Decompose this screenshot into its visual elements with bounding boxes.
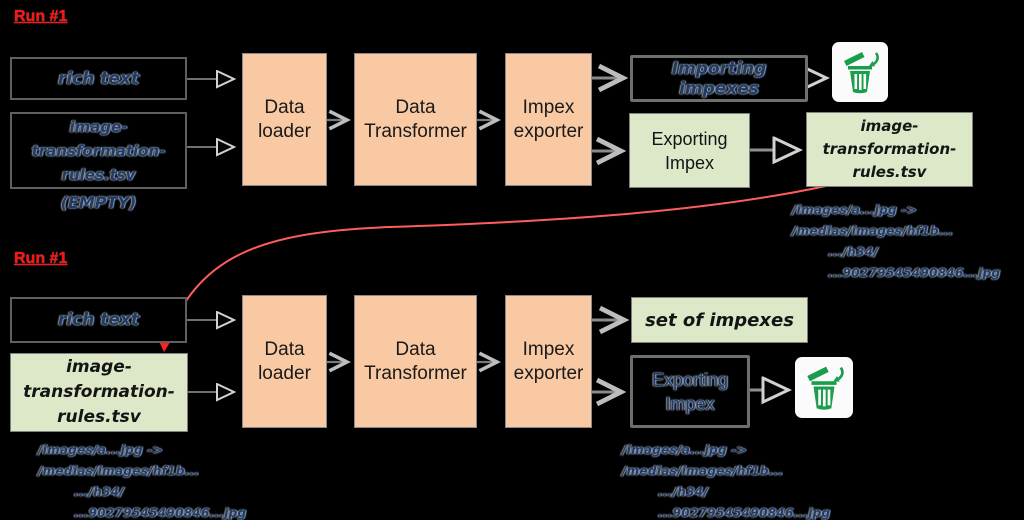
run2-data-transformer-box: Data Transformer bbox=[354, 295, 477, 428]
run2-path-note-left-line4: ...90279545490846...jpg bbox=[74, 506, 247, 520]
run1-impex-exporter-label: Impex exporter bbox=[513, 96, 584, 142]
run2-exporting-impex-box: Exporting Impex bbox=[630, 355, 750, 428]
run2-exporting-impex-label: Exporting Impex bbox=[651, 369, 729, 414]
run1-importing-impexes-label: Importing impexes bbox=[671, 58, 767, 99]
run1-output-tsv-line3: rules.tsv bbox=[852, 163, 927, 181]
run2-path-note-left-line3: .../h34/ bbox=[74, 485, 125, 499]
run1-output-tsv-box: image- transformation- rules.tsv bbox=[806, 112, 973, 187]
run2-path-note-right-line1: /images/a...jpg -> bbox=[622, 443, 748, 457]
run1-input-rich-text-box: rich text bbox=[10, 57, 187, 100]
run2-path-note-right-line3: .../h34/ bbox=[658, 485, 709, 499]
run1-input-tsv-line2: transformation- bbox=[31, 141, 166, 160]
run1-input-tsv-line3: rules.tsv bbox=[61, 165, 136, 184]
run1-trash-tile bbox=[832, 42, 888, 102]
run2-trash-tile bbox=[795, 357, 853, 418]
run1-input-tsv-empty-note: (EMPTY) bbox=[60, 193, 137, 212]
run1-input-rich-text-label: rich text bbox=[57, 68, 140, 89]
run1-data-loader-label: Data loader bbox=[258, 96, 311, 142]
run1-data-loader-box: Data loader bbox=[242, 53, 327, 186]
run1-path-note: /images/a...jpg -> /medias/images/hf1b..… bbox=[792, 200, 1020, 284]
run2-input-tsv-box: image- transformation- rules.tsv bbox=[10, 353, 188, 432]
run2-impex-exporter-box: Impex exporter bbox=[505, 295, 592, 428]
run2-set-of-impexes-box: set of impexes bbox=[631, 297, 808, 343]
run1-input-tsv-box: image- transformation- rules.tsv bbox=[10, 112, 187, 189]
run2-path-note-right-line2: /medias/images/hf1b... bbox=[622, 464, 784, 478]
run2-input-rich-text-label: rich text bbox=[57, 310, 140, 330]
run2-path-note-left-line1: /images/a...jpg -> bbox=[38, 443, 164, 457]
run2-set-of-impexes-label: set of impexes bbox=[645, 309, 794, 331]
run1-importing-impexes-box: Importing impexes bbox=[630, 55, 808, 102]
run2-input-tsv-line3: rules.tsv bbox=[57, 407, 141, 427]
run2-data-transformer-label: Data Transformer bbox=[364, 338, 467, 384]
trash-icon bbox=[844, 52, 879, 94]
run1-output-tsv-line1: image- bbox=[860, 117, 919, 135]
run1-data-transformer-box: Data Transformer bbox=[354, 53, 477, 186]
run1-label: Run #1 bbox=[14, 8, 68, 25]
run2-path-note-right-line4: ...90279545490846...jpg bbox=[658, 506, 831, 520]
run1-data-transformer-label: Data Transformer bbox=[364, 96, 467, 142]
run1-path-note-line3: .../h34/ bbox=[828, 245, 879, 259]
run1-input-tsv-line1: image- bbox=[69, 117, 128, 136]
run2-label: Run #1 bbox=[14, 250, 68, 267]
run2-path-note-right: /images/a...jpg -> /medias/images/hf1b..… bbox=[622, 440, 840, 520]
run2-path-note-left: /images/a...jpg -> /medias/images/hf1b..… bbox=[38, 440, 253, 520]
red-feedback-arrow bbox=[165, 185, 827, 341]
run1-path-note-line2: /medias/images/hf1b... bbox=[792, 224, 954, 238]
run1-path-note-line4: ...90279545490846...jpg bbox=[828, 266, 1001, 280]
run2-input-tsv-line1: image- bbox=[66, 357, 132, 377]
run2-input-tsv-line2: transformation- bbox=[23, 382, 175, 402]
run1-path-note-line1: /images/a...jpg -> bbox=[792, 203, 918, 217]
run2-data-loader-box: Data loader bbox=[242, 295, 327, 428]
run1-exporting-impex-box: Exporting Impex bbox=[629, 113, 750, 188]
run2-input-rich-text-box: rich text bbox=[10, 297, 187, 343]
run2-data-loader-label: Data loader bbox=[258, 338, 311, 384]
run2-path-note-left-line2: /medias/images/hf1b... bbox=[38, 464, 200, 478]
run2-impex-exporter-label: Impex exporter bbox=[513, 338, 584, 384]
run1-impex-exporter-box: Impex exporter bbox=[505, 53, 592, 186]
trash-icon bbox=[807, 366, 844, 410]
run1-output-tsv-line2: transformation- bbox=[822, 140, 957, 158]
run1-exporting-impex-label: Exporting Impex bbox=[651, 128, 728, 173]
